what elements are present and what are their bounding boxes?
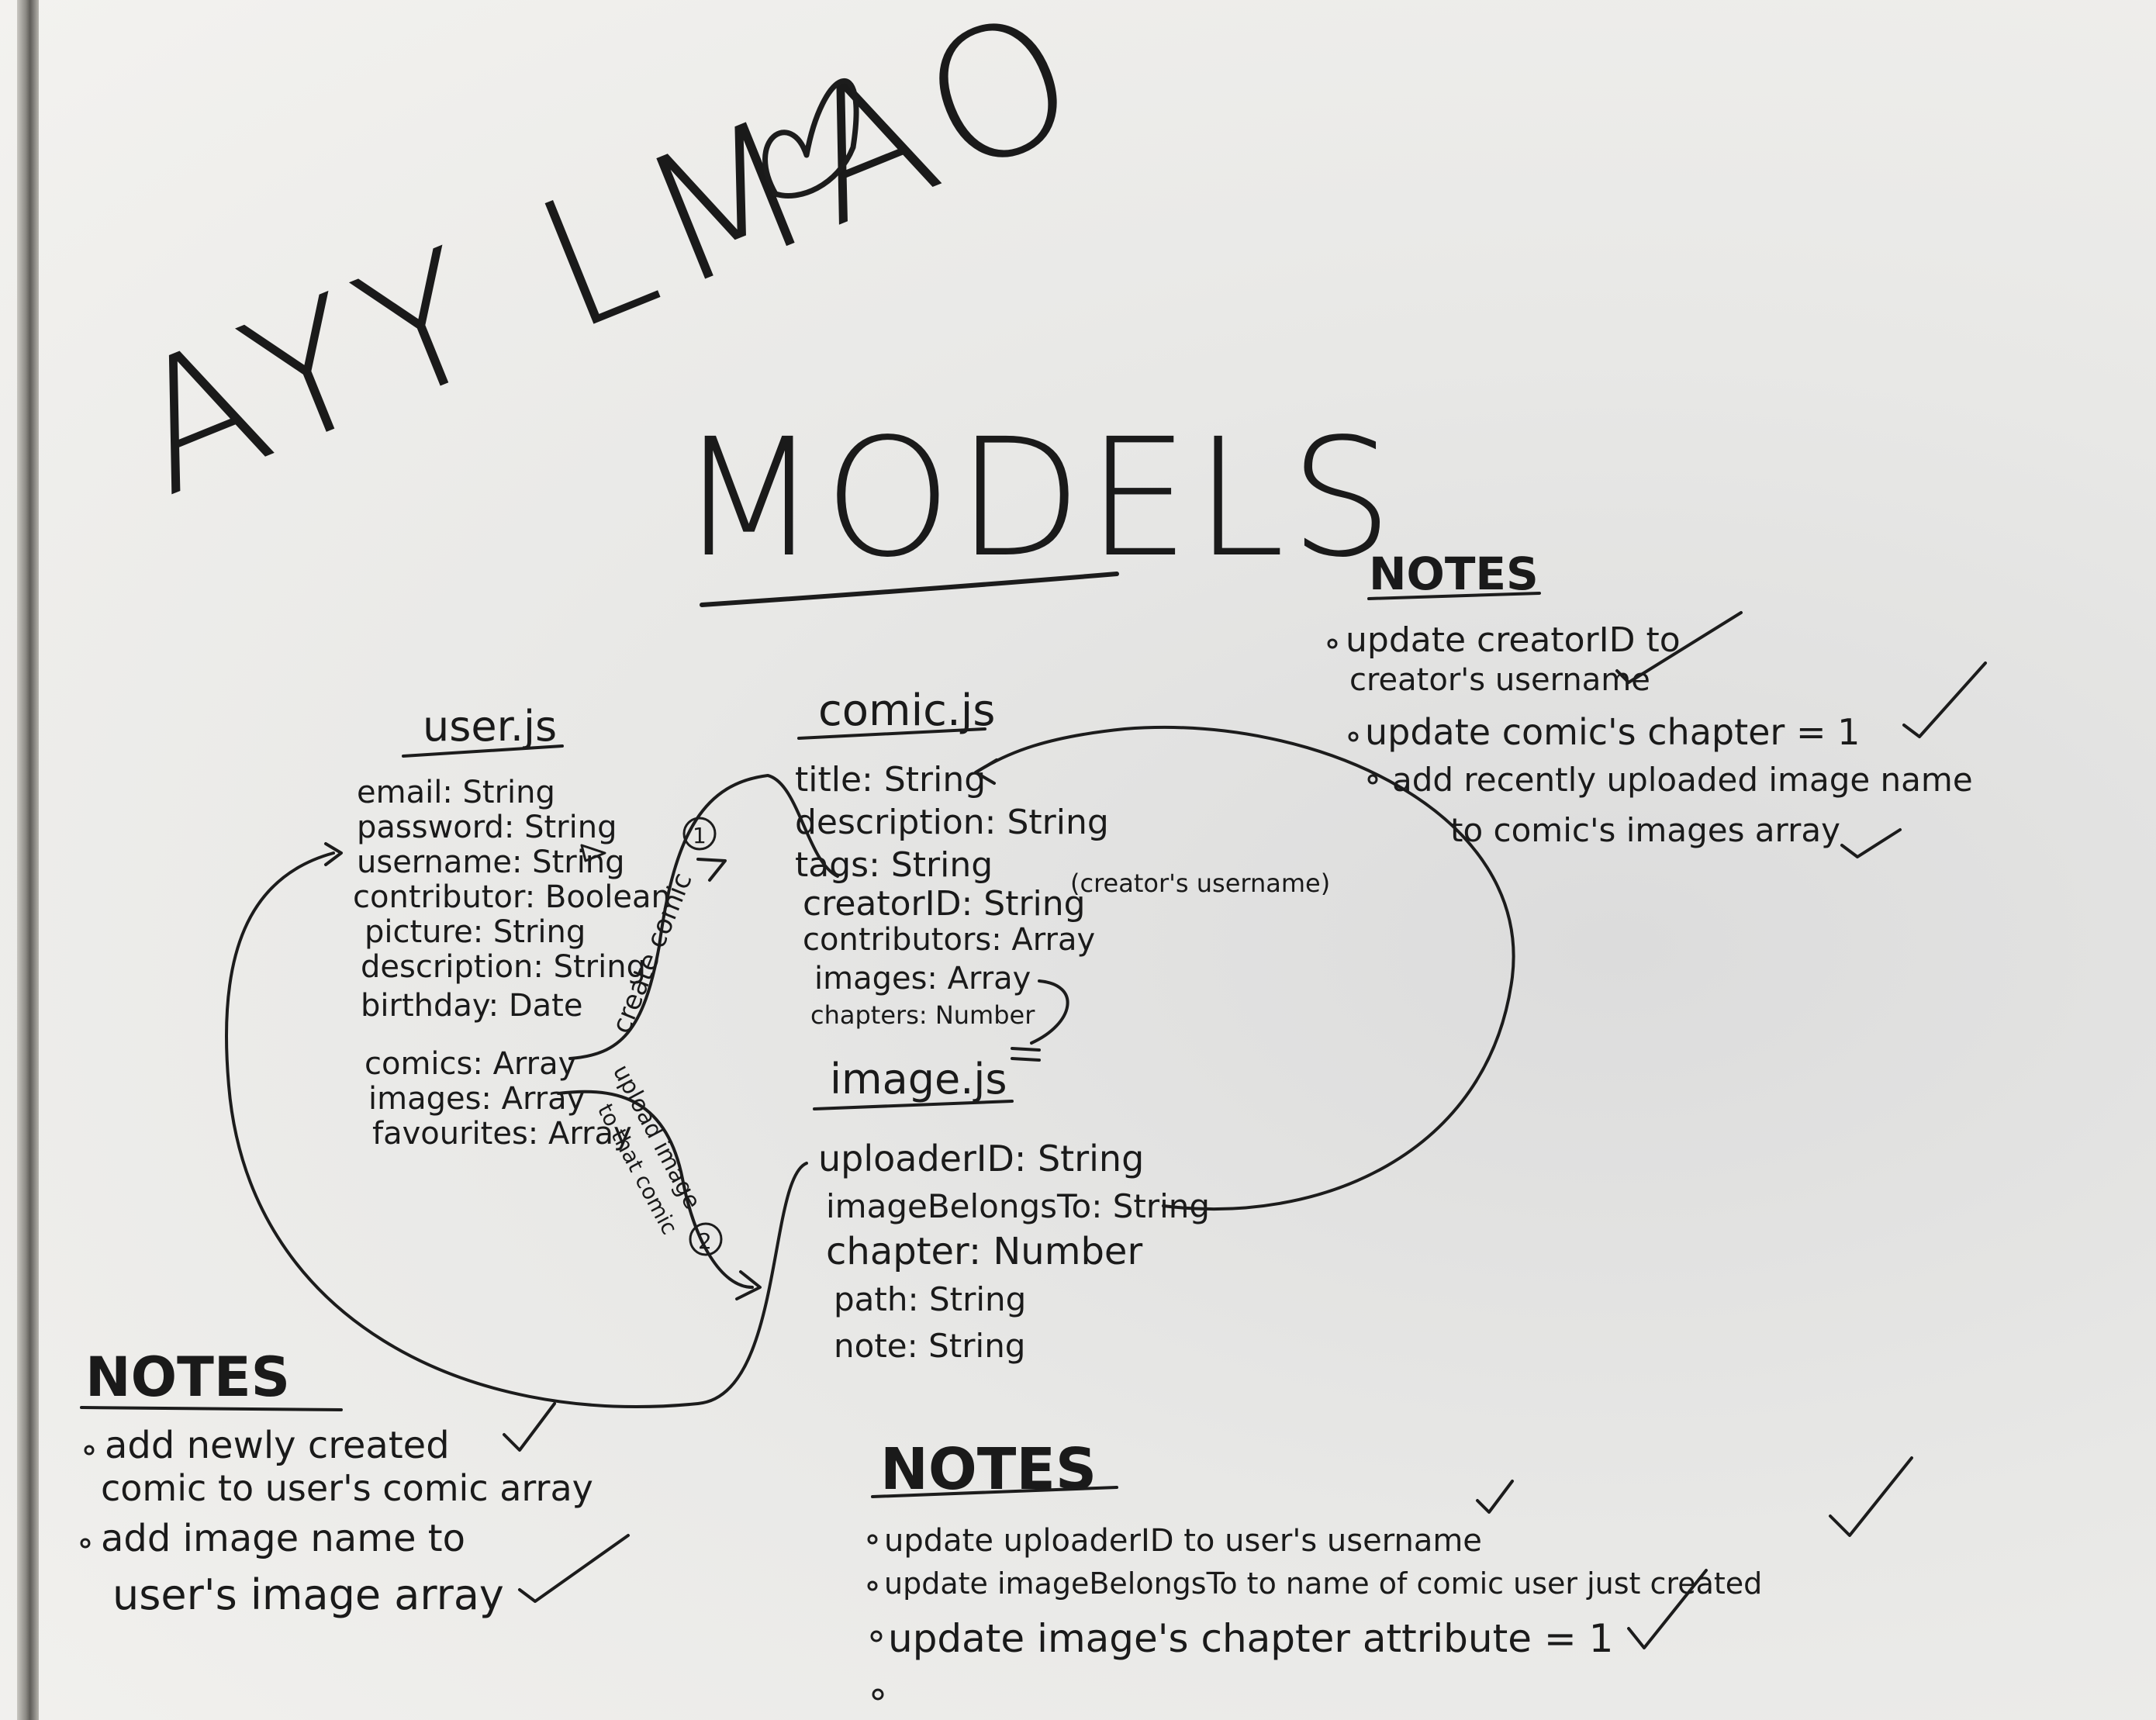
- arrowhead: [696, 858, 727, 882]
- user-field: images: Array: [368, 1081, 585, 1117]
- user-notes: NOTES add newly created comic to user's …: [80, 1345, 630, 1619]
- bullet: [84, 1445, 95, 1456]
- comic-heading-underline: [797, 727, 986, 740]
- arrowhead: [974, 758, 998, 785]
- image-field: uploaderID: String: [818, 1138, 1144, 1179]
- note-item: update comic's chapter = 1: [1365, 711, 1860, 753]
- comic-model: comic.js title: String description: Stri…: [795, 686, 1330, 1030]
- image-model: image.js uploaderID: String imageBelongs…: [813, 1055, 1210, 1365]
- note-item: user's image array: [112, 1570, 504, 1619]
- title-underline: [700, 572, 1119, 607]
- image-heading-underline: [813, 1100, 1014, 1110]
- bullet: [867, 1580, 878, 1591]
- user-field: favourites: Array: [372, 1116, 632, 1152]
- note-item: update imageBelongsTo to name of comic u…: [884, 1566, 1762, 1601]
- checkmark-icon: [1615, 611, 1743, 684]
- checkmark-icon: [1829, 1456, 1913, 1537]
- comic-field: title: String: [795, 760, 986, 800]
- user-heading-underline: [402, 744, 564, 758]
- user-field: email: String: [357, 775, 555, 810]
- bullet: [872, 1688, 884, 1701]
- note-item: add image name to: [101, 1517, 465, 1560]
- upload-image-arrow: [557, 1090, 754, 1289]
- notes-underline: [80, 1406, 343, 1411]
- note-item: add newly created: [105, 1424, 450, 1467]
- user-model: user.js email: String password: String u…: [353, 702, 671, 1152]
- chapters-curl: [1030, 979, 1069, 1045]
- checkmark-icon: [1476, 1480, 1514, 1514]
- step-two-label: 2: [698, 1228, 712, 1254]
- note-item: comic to user's comic array: [101, 1467, 593, 1509]
- checkmark-icon: [1840, 828, 1902, 858]
- comic-field: tags: String: [795, 845, 993, 885]
- board-frame: [17, 0, 39, 1720]
- image-field: path: String: [834, 1280, 1026, 1318]
- note-item: creator's username: [1349, 662, 1650, 698]
- user-field: comics: Array: [365, 1046, 576, 1082]
- note-item: update uploaderID to user's username: [884, 1523, 1482, 1559]
- notes-underline: [1367, 592, 1541, 600]
- arrowhead: [324, 842, 343, 866]
- step-two-marker: [689, 1222, 723, 1256]
- comic-notes: NOTES update creatorID to creator's user…: [1327, 547, 1987, 858]
- step-one-marker: [682, 817, 717, 851]
- page-title: MODELS: [679, 403, 1398, 593]
- checkmark-icon: [518, 1534, 630, 1603]
- note-item: update image's chapter attribute = 1: [888, 1616, 1613, 1661]
- user-field: username: String: [357, 844, 625, 880]
- creator-note: (creator's username): [1070, 869, 1330, 898]
- user-model-heading: user.js: [423, 702, 557, 751]
- notes-underline: [871, 1486, 1118, 1498]
- image-model-heading: image.js: [830, 1055, 1007, 1103]
- user-field: picture: String: [365, 914, 586, 950]
- create-comic-arrow: [568, 774, 839, 1060]
- user-field: contributor: Boolean: [353, 879, 671, 915]
- checkmark-icon: [503, 1402, 556, 1452]
- notes-heading: NOTES: [85, 1345, 290, 1409]
- comic-field: description: String: [795, 803, 1109, 842]
- user-field: description: String: [361, 949, 646, 985]
- comic-field: chapters: Number: [810, 1000, 1035, 1030]
- note-item: update creatorID to: [1346, 620, 1681, 660]
- bullet: [1348, 731, 1359, 742]
- arrowhead: [735, 1270, 762, 1300]
- comic-field: images: Array: [814, 961, 1031, 996]
- step-one-label: 1: [693, 823, 707, 848]
- note-item: add recently uploaded image name: [1392, 761, 1973, 799]
- username-arrowhead: [580, 844, 606, 862]
- bullet: [1367, 774, 1378, 785]
- comic-field: contributors: Array: [803, 922, 1095, 958]
- bullet: [870, 1630, 883, 1642]
- image-field: note: String: [834, 1327, 1025, 1365]
- user-field: password: String: [357, 810, 617, 845]
- checkmark-icon: [1902, 661, 1987, 738]
- notes-heading: NOTES: [1369, 547, 1539, 600]
- comic-field: creatorID: String: [803, 884, 1086, 924]
- bullet: [867, 1534, 878, 1545]
- note-item: to comic's images array: [1450, 811, 1840, 849]
- checkmark-icon: [1627, 1569, 1708, 1649]
- loop-arrow-right: [976, 725, 1515, 1211]
- image-field: chapter: Number: [826, 1230, 1142, 1273]
- image-field: imageBelongsTo: String: [826, 1187, 1210, 1225]
- bullet: [1327, 638, 1338, 649]
- loop-arrow-left: [225, 851, 808, 1408]
- heart-doodle: [762, 78, 859, 199]
- image-notes: NOTES update uploaderID to user's userna…: [867, 1436, 1913, 1701]
- equals-mark: [1011, 1047, 1041, 1062]
- comic-model-heading: comic.js: [818, 686, 995, 736]
- bullet: [80, 1538, 91, 1549]
- user-field: birthday: Date: [361, 988, 582, 1024]
